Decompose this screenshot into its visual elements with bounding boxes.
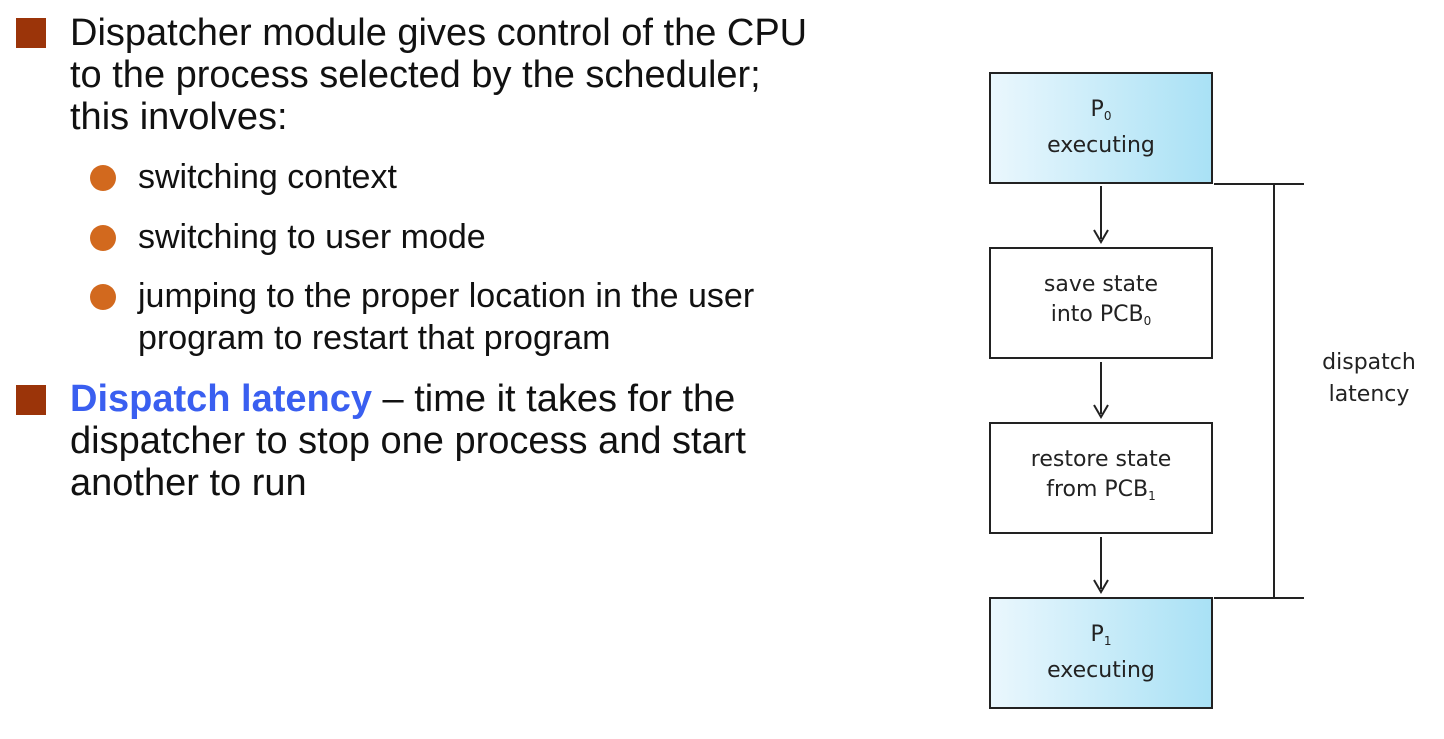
square-bullet-icon [16,385,46,415]
bullet-latency-line2: dispatcher to stop one process and start [70,420,746,462]
dispatch-latency-label: dispatch latency [1310,347,1428,411]
save-state-box: save state into PCB0 [989,247,1213,359]
latency-label-line1: dispatch [1322,350,1416,375]
arrow-restore-to-p1 [1093,537,1109,594]
bullet-latency-line1: Dispatch latency – time it takes for the [70,378,746,420]
square-bullet-icon [16,18,46,48]
p1-status: executing [1047,658,1155,683]
sub-bullet-jumping-line1: jumping to the proper location in the us… [138,277,755,315]
arrow-p0-to-save [1093,186,1109,244]
bullet-dispatcher-line2: to the process selected by the scheduler… [70,54,761,96]
restore-state-line1: restore state [1030,447,1172,472]
p0-label: P0 [1090,97,1112,123]
dispatch-diagram: P0 executing save state into PCB0 restor… [940,0,1444,739]
bullet-dispatcher-line1: Dispatcher module gives control of the C… [70,12,808,54]
bullet-dispatcher-line3: this involves: [70,96,288,138]
sub-bullet-jumping: jumping to the proper location in the us… [138,275,754,359]
latency-label-line2: latency [1328,382,1410,407]
round-bullet-icon [90,165,116,191]
round-bullet-icon [90,284,116,310]
round-bullet-icon [90,225,116,251]
dispatch-latency-definition: – time it takes for the [372,378,736,420]
p1-executing-box: P1 executing [989,597,1213,709]
bullet-dispatcher: Dispatcher module gives control of the C… [70,12,807,138]
sub-bullet-user-mode: switching to user mode [138,218,486,256]
save-state-line1: save state [1043,272,1159,297]
p0-executing-box: P0 executing [989,72,1213,184]
arrow-save-to-restore [1093,362,1109,419]
dispatch-latency-term: Dispatch latency [70,378,372,420]
sub-bullet-switching-context: switching context [138,158,397,196]
p0-status: executing [1047,133,1155,158]
save-state-line2: into PCB0 [1050,302,1152,328]
slide-text: Dispatcher module gives control of the C… [16,12,807,504]
diagram-connectors [1093,183,1304,599]
bullet-dispatch-latency: Dispatch latency – time it takes for the… [70,378,746,504]
bullet-latency-line3: another to run [70,462,307,504]
p1-label: P1 [1090,622,1112,648]
restore-state-line2: from PCB1 [1046,477,1156,503]
sub-bullet-jumping-line2: program to restart that program [138,319,611,357]
restore-state-box: restore state from PCB1 [989,422,1213,534]
latency-bracket [1214,183,1304,599]
